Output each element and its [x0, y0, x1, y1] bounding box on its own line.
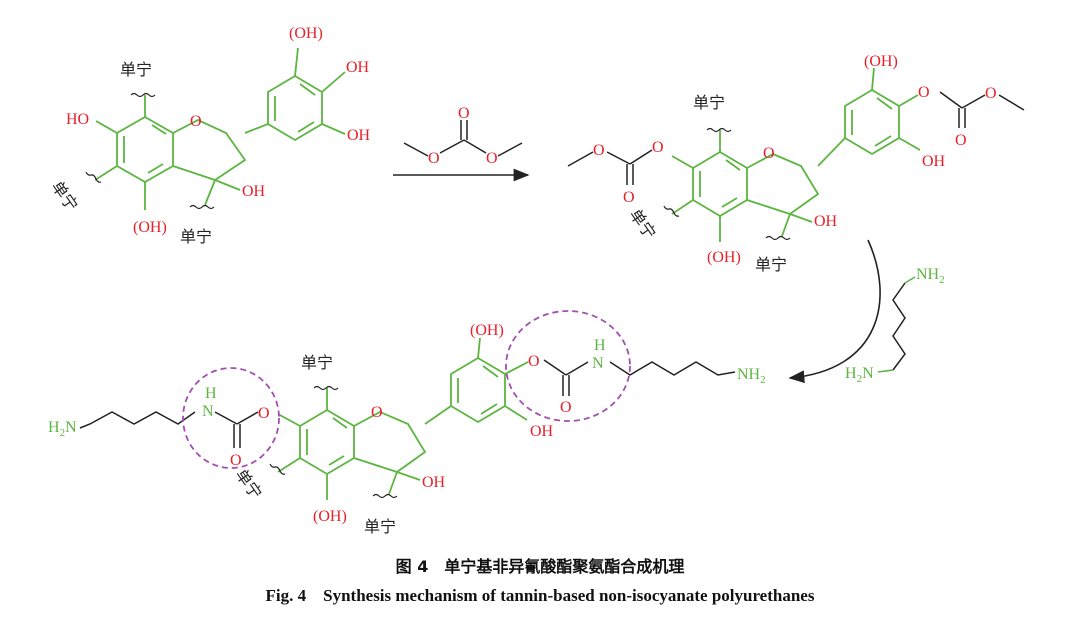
label-tannin: 单宁	[180, 228, 212, 246]
wavy-bond	[663, 205, 680, 217]
label-tannin: 单宁	[626, 206, 659, 243]
wavy-bond	[706, 127, 732, 133]
label-carbonyl-o: O	[458, 105, 470, 122]
label-carbonyl-o: O	[623, 189, 635, 206]
tannin-nipu-product	[277, 337, 529, 500]
label-oh: OH	[347, 127, 371, 144]
reaction-arrow-2	[788, 239, 881, 384]
label-oh: OH	[922, 153, 946, 170]
wavy-bond	[85, 171, 102, 183]
label-ring-o: O	[763, 145, 775, 162]
wavy-bond	[130, 92, 156, 98]
label-h2n: H2N	[845, 365, 874, 385]
label-n: N	[592, 355, 604, 372]
urethane-linkages	[79, 359, 736, 448]
label-h: H	[594, 337, 606, 354]
label-oh-paren: (OH)	[470, 322, 504, 339]
label-oh: OH	[530, 423, 554, 440]
label-tannin: 单宁	[301, 354, 333, 372]
label-nh2: NH2	[737, 366, 766, 386]
label-oh: OH	[242, 183, 266, 200]
label-tannin: 单宁	[120, 61, 152, 79]
wavy-bond	[269, 463, 286, 475]
urethane-highlight-circle	[505, 310, 631, 422]
label-oh: OH	[814, 213, 838, 230]
label-o: O	[258, 405, 270, 422]
label-tannin: 单宁	[364, 518, 396, 536]
label-h2n: H2N	[48, 419, 77, 439]
label-o: O	[652, 139, 664, 156]
label-oh: OH	[422, 474, 446, 491]
label-n: N	[202, 403, 214, 420]
label-oh-paren: (OH)	[133, 219, 167, 236]
label-carbonyl-o: O	[230, 452, 242, 469]
hexamethylenediamine	[892, 282, 906, 371]
wavy-bond	[313, 385, 339, 391]
label-ring-o: O	[371, 404, 383, 421]
label-oh: OH	[346, 59, 370, 76]
caption-chinese: 图 4 单宁基非异氰酸酯聚氨酯合成机理	[395, 557, 685, 576]
label-o: O	[528, 353, 540, 370]
carbonated-tannin	[671, 67, 921, 242]
label-nh2: NH2	[916, 266, 945, 286]
label-o: O	[985, 85, 997, 102]
label-tannin: 单宁	[48, 178, 81, 215]
label-o: O	[918, 84, 930, 101]
label-oh-paren: (OH)	[313, 508, 347, 525]
carbonate-groups	[567, 91, 1025, 185]
label-carbonyl-o: O	[955, 132, 967, 149]
label-carbonyl-o: O	[560, 399, 572, 416]
urethane-highlight-circle	[182, 367, 280, 469]
label-tannin: 单宁	[755, 256, 787, 274]
label-h: H	[205, 385, 217, 402]
wavy-bond	[372, 493, 398, 499]
dimethyl-carbonate	[403, 120, 523, 157]
tannin-molecule	[94, 47, 346, 210]
label-oh-paren: (OH)	[289, 25, 323, 42]
wavy-bond	[765, 235, 791, 241]
label-tannin: 单宁	[693, 94, 725, 112]
caption-english: Fig. 4 Synthesis mechanism of tannin-bas…	[265, 586, 815, 605]
label-o: O	[486, 150, 498, 167]
label-o: O	[593, 142, 605, 159]
label-ho: HO	[66, 111, 89, 128]
wavy-bond	[189, 204, 215, 210]
label-oh-paren: (OH)	[864, 53, 898, 70]
label-tannin: 单宁	[232, 466, 265, 503]
label-ring-o: O	[190, 113, 202, 130]
label-oh-paren: (OH)	[707, 249, 741, 266]
label-o: O	[428, 150, 440, 167]
